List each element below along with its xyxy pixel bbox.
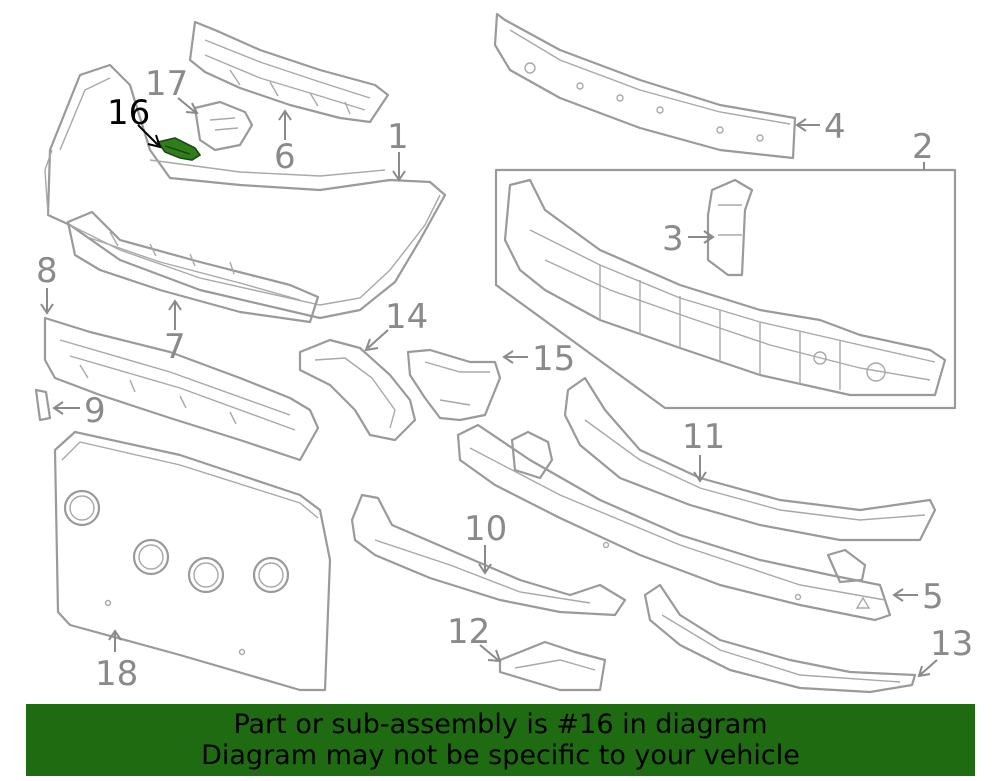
- leader-lines: [40, 97, 938, 678]
- banner-line-1: Part or sub-assembly is #16 in diagram: [233, 709, 768, 740]
- part-2-assembly-box: [494, 168, 957, 410]
- part-9-clip: [34, 388, 52, 422]
- callout-9: 9: [84, 391, 106, 431]
- callout-11: 11: [682, 417, 725, 457]
- callout-2: 2: [912, 127, 934, 167]
- callout-12: 12: [447, 612, 490, 652]
- part-12-bracket: [498, 640, 607, 692]
- callout-13: 13: [930, 624, 973, 664]
- part-6-grille: [188, 20, 390, 124]
- part-5-bumper-beam: [456, 423, 892, 622]
- callout-3: 3: [662, 219, 684, 259]
- info-banner: Part or sub-assembly is #16 in diagram D…: [26, 704, 975, 776]
- part-14-fog-bezel-left: [298, 338, 417, 442]
- callout-14: 14: [385, 297, 428, 337]
- callout-18: 18: [95, 654, 138, 694]
- part-18-plate-bracket: [53, 430, 332, 692]
- callout-10: 10: [464, 509, 507, 549]
- callout-8: 8: [36, 251, 58, 291]
- part-11-lower-spoiler: [563, 376, 937, 542]
- callout-7: 7: [164, 327, 186, 367]
- part-3-bracket: [706, 178, 754, 277]
- part-16-highlighted: [156, 137, 202, 161]
- callout-labels: 1 2 3 4 5 6 7 8 9 10 11 12 13 14 15 16 1…: [36, 64, 973, 694]
- callout-5: 5: [922, 577, 944, 617]
- part-1-bumper-cover: [44, 63, 447, 320]
- banner-line-2: Diagram may not be specific to your vehi…: [201, 740, 800, 771]
- part-4-reinforcement: [493, 12, 797, 160]
- callout-1: 1: [387, 117, 409, 157]
- part-15-fog-bezel-right: [406, 348, 502, 422]
- callout-6: 6: [274, 137, 296, 177]
- callout-16: 16: [107, 93, 150, 133]
- callout-15: 15: [532, 339, 575, 379]
- part-10-stiffener: [350, 493, 627, 617]
- callout-4: 4: [824, 107, 846, 147]
- part-17-bracket: [193, 100, 254, 152]
- part-7-air-guide: [66, 210, 320, 324]
- callout-17: 17: [145, 64, 188, 104]
- part-8-lower-absorber: [43, 316, 320, 462]
- part-13-lower-lip: [643, 583, 917, 694]
